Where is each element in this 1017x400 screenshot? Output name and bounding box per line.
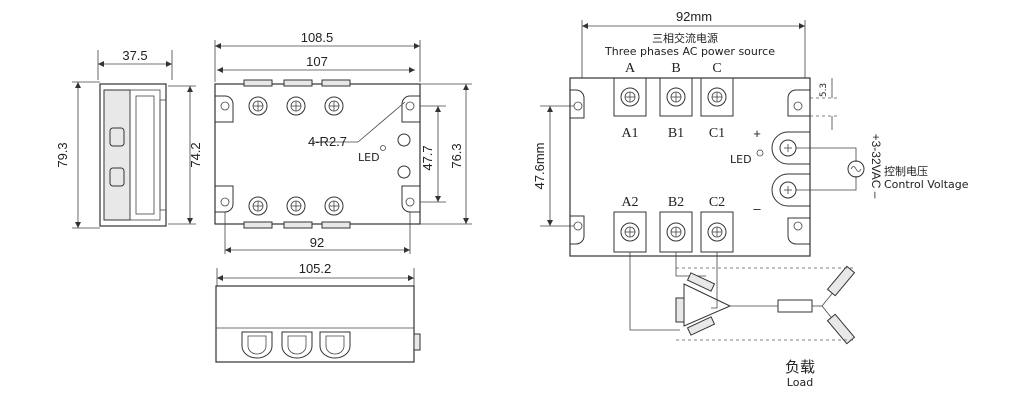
- dim-schematic-left: 47.6mm: [532, 143, 547, 190]
- schematic-led-label: LED: [730, 153, 752, 166]
- schematic-led-dot: [756, 149, 764, 157]
- terminal-a1: [613, 77, 647, 117]
- bottom-terminal-a: [241, 331, 273, 359]
- front-terminal-top-c: [324, 96, 344, 116]
- control-label-cn: 控制电压: [884, 164, 928, 178]
- load-triangle: [675, 272, 732, 336]
- label-a2: A2: [621, 195, 638, 210]
- terminal-c1: [700, 77, 734, 117]
- label-b2: B2: [668, 195, 684, 210]
- dim-front-inner: 107: [306, 54, 328, 69]
- front-terminal-bottom-a: [248, 196, 268, 216]
- control-voltage-range: +3-32VAC –: [869, 134, 883, 199]
- dim-side-height-outer: 79.3: [55, 142, 70, 167]
- label-c2: C2: [709, 195, 725, 210]
- title-cn: 三相交流电源: [652, 31, 718, 45]
- label-a1: A1: [621, 126, 638, 141]
- front-led-dot: [380, 145, 386, 151]
- dim-front-overall: 108.5: [301, 30, 334, 45]
- bottom-terminal-c: [319, 331, 351, 359]
- load-label-en: Load: [787, 376, 813, 389]
- control-plus-sign: +: [753, 126, 761, 141]
- title-en: Three phases AC power source: [604, 45, 775, 58]
- dim-front-hole-spacing: 92: [310, 235, 324, 250]
- label-c1: C1: [709, 126, 725, 141]
- dim-front-height: 76.3: [449, 143, 464, 168]
- dim-bottom-width: 105.2: [299, 261, 332, 276]
- load-label-cn: 负载: [785, 359, 815, 376]
- side-view: 37.5 79.3 74.2: [55, 48, 203, 229]
- front-led-label: LED: [358, 151, 380, 164]
- phase-c-label: C: [712, 61, 721, 76]
- dim-schematic-top: 92mm: [676, 9, 712, 24]
- front-terminal-top-a: [248, 96, 268, 116]
- ac-source-icon: [847, 160, 865, 178]
- phase-b-label: B: [671, 61, 680, 76]
- front-control-plus: [397, 133, 411, 147]
- terminal-b1: [659, 77, 693, 117]
- load-resistor: [777, 299, 813, 313]
- phase-a-label: A: [625, 61, 636, 76]
- front-terminal-bottom-b: [286, 196, 306, 216]
- bottom-terminal-b: [281, 331, 313, 359]
- control-minus-sign: –: [753, 201, 761, 216]
- front-control-minus: [397, 165, 411, 179]
- control-label-en: Control Voltage: [884, 178, 969, 191]
- front-terminal-top-b: [286, 96, 306, 116]
- front-terminal-bottom-c: [324, 196, 344, 216]
- dim-side-height-inner: 74.2: [188, 142, 203, 167]
- label-b1: B1: [668, 126, 684, 141]
- dim-slot: 5.3: [819, 83, 829, 97]
- front-view: 108.5 107: [214, 30, 472, 254]
- hole-note: 4-R2.7: [308, 134, 347, 149]
- dim-side-width: 37.5: [122, 48, 147, 63]
- dim-front-hole-vertical: 47.7: [420, 145, 435, 170]
- wiring-schematic: 92mm 三相交流电源 Three phases AC power source…: [532, 9, 969, 389]
- bottom-view: 105.2: [215, 261, 421, 363]
